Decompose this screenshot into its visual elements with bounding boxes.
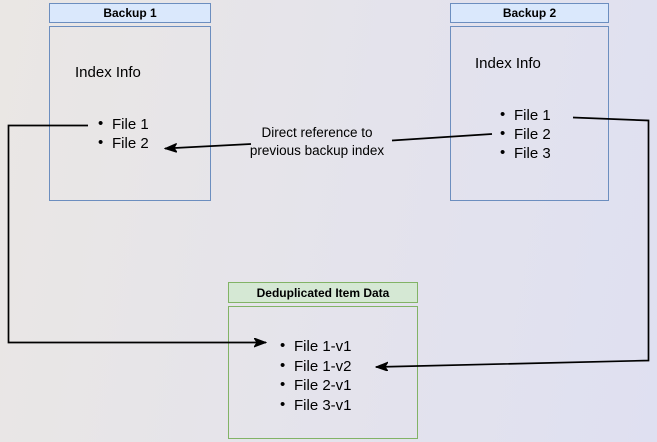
file-list-item: • File 2 <box>499 125 551 144</box>
direct-reference-label: Direct reference to previous backup inde… <box>232 124 402 160</box>
file-label: File 1 <box>514 107 551 124</box>
file-list-item: • File 2 <box>97 134 149 153</box>
file-label: File 1-v1 <box>294 338 352 355</box>
backup1-header: Backup 1 <box>49 3 211 23</box>
file-label: File 2-v1 <box>294 377 352 395</box>
dedup-store-panel: Deduplicated Item Data • File 1-v1 • Fil… <box>228 282 418 439</box>
file-label: File 1-v2 <box>294 357 352 375</box>
direct-reference-label-line2: previous backup index <box>249 143 385 158</box>
bullet-icon: • <box>500 106 506 123</box>
backup2-title: Backup 2 <box>502 6 557 20</box>
bullet-icon: • <box>98 115 104 132</box>
file-list-item: • File 1-v2 <box>279 357 352 377</box>
backup1-title: Backup 1 <box>103 6 157 20</box>
file-label: File 3-v1 <box>294 397 352 415</box>
bullet-icon: • <box>280 356 286 374</box>
file-list-item: • File 1-v1 <box>279 337 352 357</box>
file-list-item: • File 1 <box>499 106 551 125</box>
dedup-store-title: Deduplicated Item Data <box>256 285 390 300</box>
backup2-panel: Backup 2 Index Info • File 1 • File 2 • … <box>450 3 609 201</box>
bullet-icon: • <box>280 376 286 394</box>
backup1-panel: Backup 1 Index Info • File 1 • File 2 <box>49 3 211 201</box>
bullet-icon: • <box>500 144 506 161</box>
file-list-item: • File 3-v1 <box>279 396 352 416</box>
backup2-file-list: • File 1 • File 2 • File 3 <box>499 106 551 163</box>
dedup-store-body <box>228 306 418 439</box>
backup1-index-info-label: Index Info <box>75 64 141 81</box>
file-list-item: • File 2-v1 <box>279 376 352 396</box>
file-label: File 3 <box>514 145 551 162</box>
backup1-file-list: • File 1 • File 2 <box>97 115 149 153</box>
file-label: File 2 <box>514 126 551 143</box>
file-list-item: • File 1 <box>97 115 149 134</box>
direct-reference-label-line1: Direct reference to <box>261 125 373 140</box>
file-label: File 1 <box>112 116 149 133</box>
bullet-icon: • <box>98 134 104 151</box>
bullet-icon: • <box>280 396 286 414</box>
backup2-header: Backup 2 <box>450 3 609 23</box>
dedup-store-header: Deduplicated Item Data <box>228 282 418 303</box>
bullet-icon: • <box>280 337 286 354</box>
file-label: File 2 <box>112 135 149 152</box>
file-list-item: • File 3 <box>499 144 551 163</box>
backup1-body <box>49 26 211 201</box>
backup2-index-info-label: Index Info <box>475 55 541 72</box>
bullet-icon: • <box>500 125 506 142</box>
dedup-file-list: • File 1-v1 • File 1-v2 • File 2-v1 • Fi… <box>279 337 352 416</box>
